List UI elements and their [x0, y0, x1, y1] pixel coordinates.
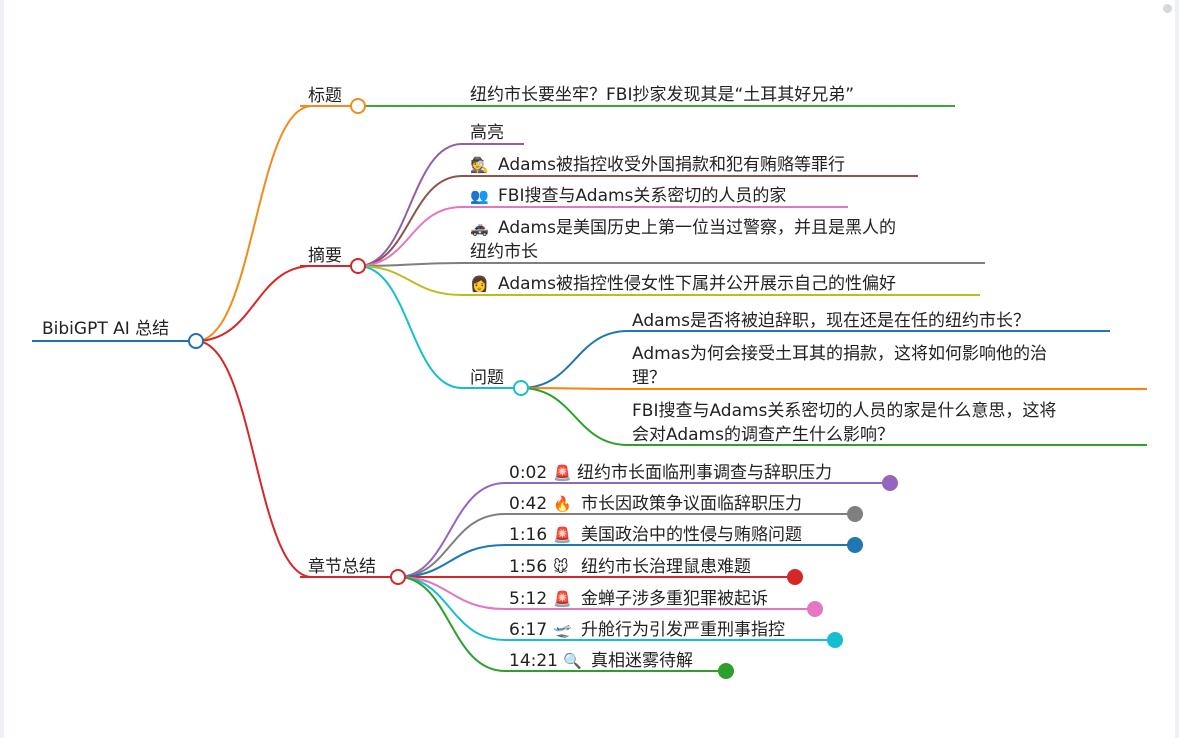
chapter-collapse-toggle[interactable]: [390, 569, 406, 585]
chapter-timestamp: 1:16: [509, 525, 547, 545]
summary-item[interactable]: 👩 Adams被指控性侵女性下属并公开展示自己的性偏好: [462, 274, 980, 296]
summary-collapse-toggle[interactable]: [350, 258, 366, 274]
summary-branch-node[interactable]: 摘要: [300, 246, 352, 267]
question-item[interactable]: Adams是否将被迫辞职，现在还是在任的纽约市长？: [628, 311, 1110, 332]
connector-question-2: [520, 387, 629, 446]
summary-item-text: Adams被指控性侵女性下属并公开展示自己的性偏好: [498, 274, 896, 294]
chapter-timestamp: 14:21: [509, 651, 558, 671]
chapter-dot[interactable]: [847, 506, 863, 522]
connector-summary-item-0: [357, 175, 463, 267]
connector-summary-item-3: [357, 265, 463, 296]
connector-chapter-1: [397, 513, 506, 578]
connector-chapter-2: [397, 544, 506, 578]
connector-summary: [195, 265, 313, 342]
chapter-timestamp: 0:42: [509, 494, 547, 514]
chapter-title: 金蝉子涉多重犯罪被起诉: [581, 589, 768, 609]
chapter-timestamp: 1:56: [509, 557, 547, 577]
summary-branch-label: 摘要: [308, 246, 342, 266]
chapter-dot[interactable]: [882, 475, 898, 491]
police-car-icon: 🚓: [470, 219, 489, 237]
detective-icon: 🕵: [470, 156, 489, 174]
connector-question-0: [520, 330, 629, 389]
chapter-dot[interactable]: [827, 632, 843, 648]
question-text-line2: 理？: [632, 368, 666, 388]
woman-icon: 👩: [470, 275, 489, 293]
question-text-line2: 会对Adams的调查产生什么影响？: [632, 425, 894, 445]
connector-question: [357, 265, 463, 389]
right-scroll-edge: [1175, 0, 1179, 738]
chapter-title: 市长因政策争议面临辞职压力: [581, 494, 802, 514]
summary-item-text: Adams被指控收受外国捐款和犯有贿赂等罪行: [498, 155, 845, 175]
title-leaf-text[interactable]: 纽约市长要坐牢？FBI抄家发现其是“土耳其好兄弟”: [470, 85, 854, 105]
siren-icon: 🚨: [553, 464, 572, 482]
question-collapse-toggle[interactable]: [513, 380, 529, 396]
highlight-header-label: 高亮: [470, 123, 504, 143]
mouse-icon: 🐭: [553, 558, 569, 576]
question-text-line1: Admas为何会接受土耳其的捐款，这将如何影响他的治: [632, 344, 1047, 364]
connector-chapter-4: [397, 576, 506, 610]
chapter-title: 纽约市长治理鼠患难题: [581, 557, 751, 577]
summary-item[interactable]: 🕵 Adams被指控收受外国捐款和犯有贿赂等罪行: [462, 155, 918, 177]
summary-item-text-line2: 纽约市长: [470, 242, 538, 262]
title-branch-label: 标题: [308, 86, 342, 106]
chapter-title: 纽约市长面临刑事调查与辞职压力: [577, 463, 832, 483]
connector-summary-item-2: [357, 262, 463, 267]
chapter-item[interactable]: 0:42 🔥 市长因政策争议面临辞职压力: [505, 494, 863, 522]
chapter-title: 真相迷雾待解: [591, 651, 693, 671]
chapter-item[interactable]: 1:16 🚨 美国政治中的性侵与贿赂问题: [505, 525, 863, 553]
highlight-header[interactable]: 高亮: [462, 123, 524, 145]
title-collapse-toggle[interactable]: [350, 98, 366, 114]
airplane-icon: 🛫: [553, 621, 572, 639]
connector-chapter-6: [397, 576, 506, 672]
chapter-item[interactable]: 5:12 🚨 金蝉子涉多重犯罪被起诉: [505, 589, 823, 617]
root-label: BibiGPT AI 总结: [42, 319, 169, 339]
chapter-dot[interactable]: [807, 601, 823, 617]
chapter-timestamp: 0:02: [509, 463, 547, 483]
chapter-dot[interactable]: [787, 569, 803, 585]
chapter-branch-node[interactable]: 章节总结: [300, 557, 392, 578]
summary-item-text-line1: Adams是美国历史上第一位当过警察，并且是黑人的: [498, 218, 896, 238]
chapter-branch-label: 章节总结: [308, 557, 376, 577]
question-item[interactable]: Admas为何会接受土耳其的捐款，这将如何影响他的治 理？: [628, 344, 1147, 390]
connector-chapter-0: [397, 482, 506, 578]
chapter-timestamp: 6:17: [509, 620, 547, 640]
chapter-item[interactable]: 6:17 🛫 升舱行为引发严重刑事指控: [505, 620, 843, 648]
connector-title: [195, 105, 313, 342]
question-branch-label: 问题: [470, 368, 504, 388]
question-text: Adams是否将被迫辞职，现在还是在任的纽约市长？: [632, 311, 1030, 331]
chapter-item[interactable]: 0:02 🚨 纽约市长面临刑事调查与辞职压力: [505, 463, 898, 491]
chapter-item[interactable]: 14:21 🔍 真相迷雾待解: [505, 651, 734, 679]
summary-item[interactable]: 👥 FBI搜查与Adams关系密切的人员的家: [462, 186, 848, 208]
root-node[interactable]: BibiGPT AI 总结: [32, 319, 190, 342]
summary-item-text: FBI搜查与Adams关系密切的人员的家: [498, 186, 786, 206]
corner-indicator-dot: [1163, 4, 1172, 13]
connector-highlight: [357, 143, 463, 267]
connector-question-1: [520, 387, 629, 390]
title-branch-node[interactable]: 标题: [300, 86, 352, 107]
people-icon: 👥: [470, 187, 489, 205]
fire-icon: 🔥: [553, 495, 572, 513]
chapter-dot[interactable]: [847, 537, 863, 553]
connector-chapter: [195, 340, 313, 578]
summary-item[interactable]: 🚓 Adams是美国历史上第一位当过警察，并且是黑人的 纽约市长: [462, 218, 985, 264]
connector-summary-item-1: [357, 206, 463, 267]
chapter-timestamp: 5:12: [509, 589, 547, 609]
question-branch-node[interactable]: 问题: [462, 368, 515, 389]
chapter-item[interactable]: 1:56 🐭 纽约市长治理鼠患难题: [505, 557, 803, 585]
chapter-dot[interactable]: [718, 663, 734, 679]
question-item[interactable]: FBI搜查与Adams关系密切的人员的家是什么意思，这将 会对Adams的调查产…: [628, 401, 1147, 446]
siren-icon: 🚨: [553, 590, 572, 608]
left-scroll-edge: [0, 0, 4, 738]
siren-icon: 🚨: [553, 526, 572, 544]
chapter-title: 美国政治中的性侵与贿赂问题: [581, 525, 802, 545]
question-text-line1: FBI搜查与Adams关系密切的人员的家是什么意思，这将: [632, 401, 1056, 421]
magnifier-icon: 🔍: [563, 651, 582, 670]
root-collapse-toggle[interactable]: [188, 333, 204, 349]
chapter-title: 升舱行为引发严重刑事指控: [581, 620, 785, 640]
